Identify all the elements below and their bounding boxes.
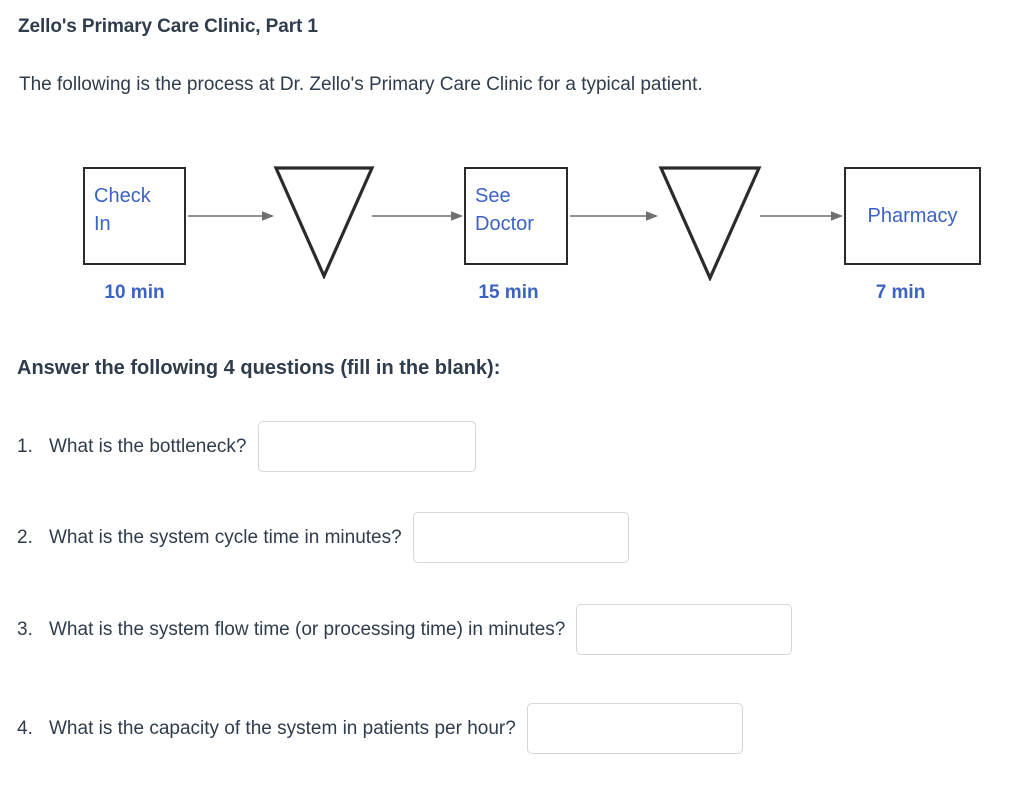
process-box-check-in: Check In	[83, 167, 186, 265]
flow-arrow-4	[760, 211, 843, 221]
answer-input-2[interactable]	[412, 512, 629, 563]
process-time-check-in: 10 min	[104, 282, 165, 303]
question-row-4: 4. What is the capacity of the system in…	[17, 703, 743, 754]
buffer-triangle-2	[658, 166, 762, 281]
page-intro-text: The following is the process at Dr. Zell…	[19, 74, 703, 95]
buffer-triangle-1	[273, 166, 375, 279]
question-number-1: 1.	[17, 435, 33, 457]
question-number-4: 4.	[17, 717, 33, 739]
process-box-see-doctor: See Doctor	[464, 167, 568, 265]
flow-arrow-3	[570, 211, 658, 221]
flow-arrow-1	[188, 211, 274, 221]
process-box-pharmacy-label: Pharmacy	[867, 205, 958, 227]
process-box-pharmacy: Pharmacy	[844, 167, 981, 265]
question-row-3: 3. What is the system flow time (or proc…	[17, 604, 793, 655]
page-title: Zello's Primary Care Clinic, Part 1	[18, 16, 318, 37]
question-row-2: 2. What is the system cycle time in minu…	[17, 512, 629, 563]
process-time-see-doctor: 15 min	[478, 282, 539, 303]
flow-arrow-2	[372, 211, 463, 221]
process-box-check-in-label: Check In	[94, 185, 151, 235]
answer-input-3[interactable]	[576, 604, 793, 655]
question-text-4: What is the capacity of the system in pa…	[49, 717, 516, 739]
question-number-2: 2.	[17, 526, 33, 548]
questions-section-heading: Answer the following 4 questions (fill i…	[17, 357, 501, 379]
question-row-1: 1. What is the bottleneck?	[17, 421, 476, 472]
answer-input-4[interactable]	[526, 703, 743, 754]
question-text-3: What is the system flow time (or process…	[49, 618, 566, 640]
question-number-3: 3.	[17, 618, 33, 640]
process-box-see-doctor-label: See Doctor	[475, 185, 534, 235]
process-flow-diagram: Check In 10 min See Doctor 15 min Pharma…	[0, 150, 1024, 325]
question-text-2: What is the system cycle time in minutes…	[49, 526, 402, 548]
answer-input-1[interactable]	[257, 421, 476, 472]
question-text-1: What is the bottleneck?	[49, 435, 247, 457]
process-time-pharmacy: 7 min	[875, 282, 926, 303]
